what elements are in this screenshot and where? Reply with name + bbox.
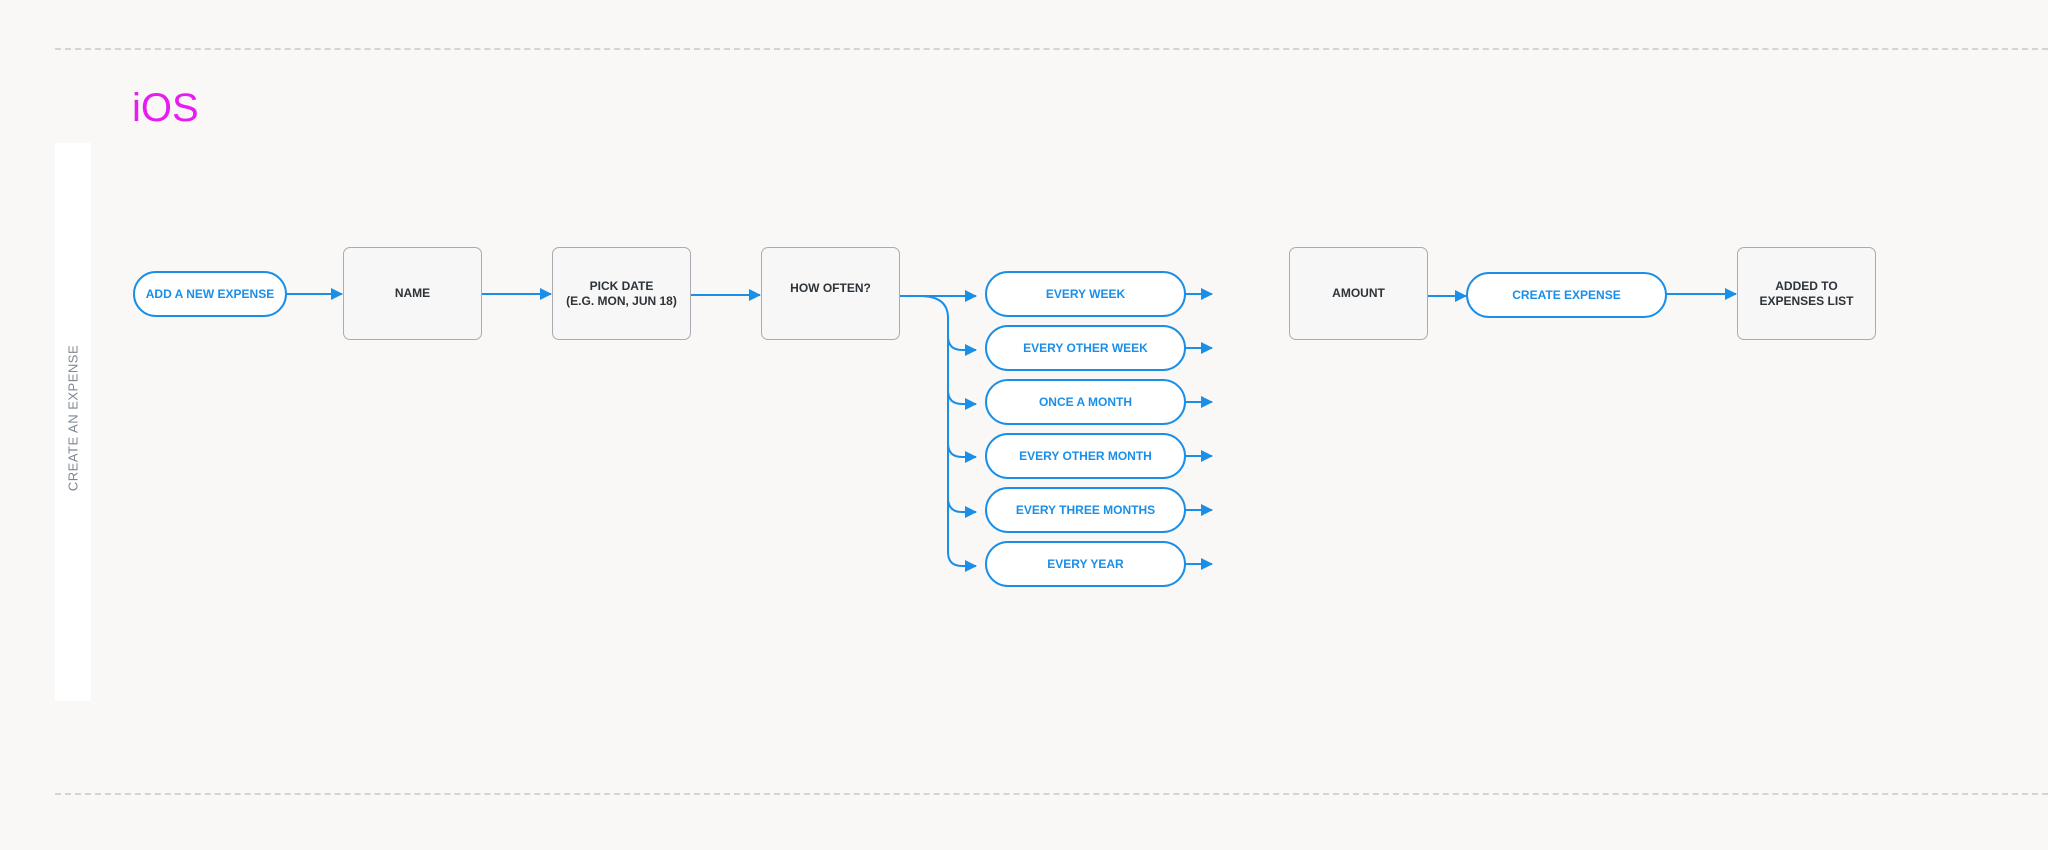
flow-label-strip	[55, 143, 91, 701]
option-every-three-months: EVERY THREE MONTHS	[985, 487, 1186, 533]
result-added-to-expenses-list: ADDED TO EXPENSES LIST	[1737, 247, 1876, 340]
branch-trunk	[919, 295, 963, 567]
step-how-often: HOW OFTEN?	[761, 247, 900, 340]
step-pick-date: PICK DATE (E.G. MON, JUN 18)	[552, 247, 691, 340]
arrow-to-once-a-month	[947, 389, 977, 410]
action-create-expense: CREATE EXPENSE	[1466, 272, 1667, 318]
option-once-a-month: ONCE A MONTH	[985, 379, 1186, 425]
arrow-to-every-other-month	[947, 442, 977, 463]
arrow-to-every-three-months	[947, 497, 977, 518]
start-node-add-new-expense: ADD A NEW EXPENSE	[133, 271, 287, 317]
bottom-dashed-divider	[55, 793, 2048, 795]
step-amount: AMOUNT	[1289, 247, 1428, 340]
arrow-to-every-other-week	[947, 335, 977, 356]
option-every-year: EVERY YEAR	[985, 541, 1186, 587]
platform-title: iOS	[132, 86, 199, 130]
top-dashed-divider	[55, 48, 2048, 50]
step-name: NAME	[343, 247, 482, 340]
option-every-other-month: EVERY OTHER MONTH	[985, 433, 1186, 479]
option-every-other-week: EVERY OTHER WEEK	[985, 325, 1186, 371]
option-every-week: EVERY WEEK	[985, 271, 1186, 317]
